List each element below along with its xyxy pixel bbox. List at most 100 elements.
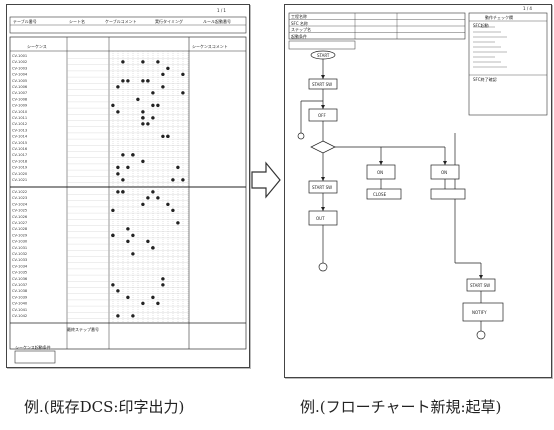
flow-node-8: START SW: [470, 282, 491, 288]
dcs-step-mark: ●: [126, 240, 130, 245]
dcs-row-code: CV-1007: [12, 91, 27, 95]
dcs-row-code: CV-1035: [12, 271, 27, 275]
flowchart-side-sub: SFC起動: [473, 23, 489, 28]
dcs-step-mark: ●: [156, 60, 160, 65]
dcs-row-code: CV-1022: [12, 190, 27, 194]
dcs-row-code: CV-1031: [12, 246, 27, 250]
dcs-step-mark: ●: [151, 116, 155, 121]
dcs-step-mark: ●: [156, 302, 160, 307]
dcs-step-mark: ●: [176, 166, 180, 171]
dcs-row-code: CV-1030: [12, 240, 28, 244]
flow-node-7: CLOSE: [373, 191, 387, 197]
dcs-step-mark: ●: [141, 116, 145, 121]
dcs-page-number: 1 / 1: [217, 8, 226, 13]
dcs-step-mark: ●: [131, 153, 135, 158]
flowchart-side-heading: 動作チェック欄: [485, 15, 513, 20]
dcs-step-mark: ●: [121, 190, 125, 195]
dcs-step-mark: ●: [126, 227, 130, 232]
dcs-printout-sheet: CV-1001CV-1002CV-1003CV-1004CV-1005CV-10…: [9, 16, 247, 364]
dcs-row-code: CV-1039: [12, 295, 28, 299]
dcs-row-code: CV-1018: [12, 159, 28, 163]
right-arrow-icon: [251, 161, 281, 199]
dcs-step-mark: ●: [116, 110, 120, 115]
flow-node-2: OFF: [318, 112, 326, 118]
dcs-step-mark: ●: [141, 79, 145, 84]
dcs-row-code: CV-1020: [12, 172, 28, 176]
dcs-side-heading: シーケンスコメント: [192, 44, 228, 49]
dcs-row-code: CV-1033: [12, 258, 27, 262]
dcs-row-code: CV-1026: [12, 215, 28, 219]
dcs-row-code: CV-1034: [12, 264, 28, 268]
flowchart-header-row-2: SFC 名称: [291, 20, 308, 26]
dcs-step-mark: ●: [161, 283, 165, 288]
dcs-header-field-3: ケーブルコメント: [105, 19, 137, 24]
dcs-row-code: CV-1009: [12, 104, 28, 108]
flow-node-4: ON: [377, 169, 384, 175]
left-caption: 例.(既存DCS:印字出力): [24, 398, 185, 416]
dcs-step-mark: ●: [146, 79, 150, 84]
flowchart-page-number: 1 / 4: [523, 6, 532, 11]
dcs-step-mark: ●: [171, 209, 175, 214]
dcs-step-mark: ●: [116, 172, 120, 177]
dcs-step-mark: ●: [151, 295, 155, 300]
dcs-row-code: CV-1042: [12, 314, 27, 318]
dcs-step-mark: ●: [121, 60, 125, 65]
dcs-row-code: CV-1028: [12, 227, 28, 231]
dcs-row-code: CV-1025: [12, 209, 27, 213]
dcs-step-mark: ●: [141, 122, 145, 127]
flowchart-side-sub2: SFC終了確認: [473, 77, 497, 82]
dcs-header-field-5: ルール起動番号: [203, 19, 231, 24]
dcs-step-mark: ●: [111, 233, 115, 238]
dcs-step-mark: ●: [116, 289, 120, 294]
flow-node-1: START SW: [312, 81, 333, 87]
dcs-step-mark: ●: [156, 104, 160, 109]
dcs-step-mark: ●: [111, 209, 115, 214]
dcs-step-mark: ●: [116, 85, 120, 90]
dcs-step-mark: ●: [141, 202, 145, 207]
dcs-step-mark: ●: [161, 277, 165, 282]
flowchart-header-row-1: 工程名称: [291, 14, 307, 19]
dcs-step-mark: ●: [146, 240, 150, 245]
dcs-step-mark: ●: [161, 135, 165, 140]
dcs-step-mark: ●: [146, 122, 150, 127]
dcs-step-mark: ●: [111, 283, 115, 288]
dcs-step-mark: ●: [116, 166, 120, 171]
dcs-row-code: CV-1029: [12, 233, 28, 237]
dcs-step-mark: ●: [151, 91, 155, 96]
dcs-step-mark: ●: [116, 314, 120, 319]
dcs-step-mark: ●: [181, 91, 185, 96]
dcs-step-mark: ●: [181, 73, 185, 78]
dcs-step-mark: ●: [151, 190, 155, 195]
dcs-step-mark: ●: [131, 153, 135, 158]
dcs-step-mark: ●: [141, 116, 145, 121]
dcs-row-code: CV-1019: [12, 166, 28, 170]
dcs-row-code: CV-1003: [12, 66, 27, 70]
dcs-row-code: CV-1040: [12, 302, 28, 306]
dcs-step-mark: ●: [141, 302, 145, 307]
flowchart-draft-page: 1 / 4 工程名称 SFC 名称 ステップ名 起動条件 動作チェック欄 SFC…: [284, 4, 552, 378]
dcs-bottom-box-label: シーケンス起動条件: [15, 345, 51, 350]
dcs-row-code: CV-1012: [12, 122, 27, 126]
dcs-row-code: CV-1015: [12, 141, 27, 145]
dcs-row-code: CV-1002: [12, 60, 27, 64]
dcs-step-mark: ●: [161, 85, 165, 90]
dcs-step-mark: ●: [151, 104, 155, 109]
flowchart-header-row-4: 起動条件: [291, 33, 307, 39]
dcs-step-mark: ●: [161, 73, 165, 78]
dcs-row-code: CV-1004: [12, 73, 28, 77]
flow-node-9: NOTIFY: [472, 309, 487, 315]
dcs-row-code: CV-1014: [12, 135, 28, 139]
flow-node-start: START: [317, 52, 330, 58]
dcs-step-mark: ●: [156, 196, 160, 201]
dcs-bottom-heading: 最終ステップ番号: [67, 327, 99, 332]
dcs-step-mark: ●: [166, 66, 170, 71]
dcs-row-code: CV-1032: [12, 252, 27, 256]
dcs-step-mark: ●: [126, 79, 130, 84]
flowchart-header-row-3: ステップ名: [291, 27, 311, 32]
dcs-header-field-4: 実行タイミング: [155, 19, 183, 24]
flow-node-5: ON: [441, 169, 448, 175]
dcs-step-mark: ●: [131, 233, 135, 238]
dcs-step-mark: ●: [126, 166, 130, 171]
dcs-row-code: CV-1041: [12, 308, 27, 312]
